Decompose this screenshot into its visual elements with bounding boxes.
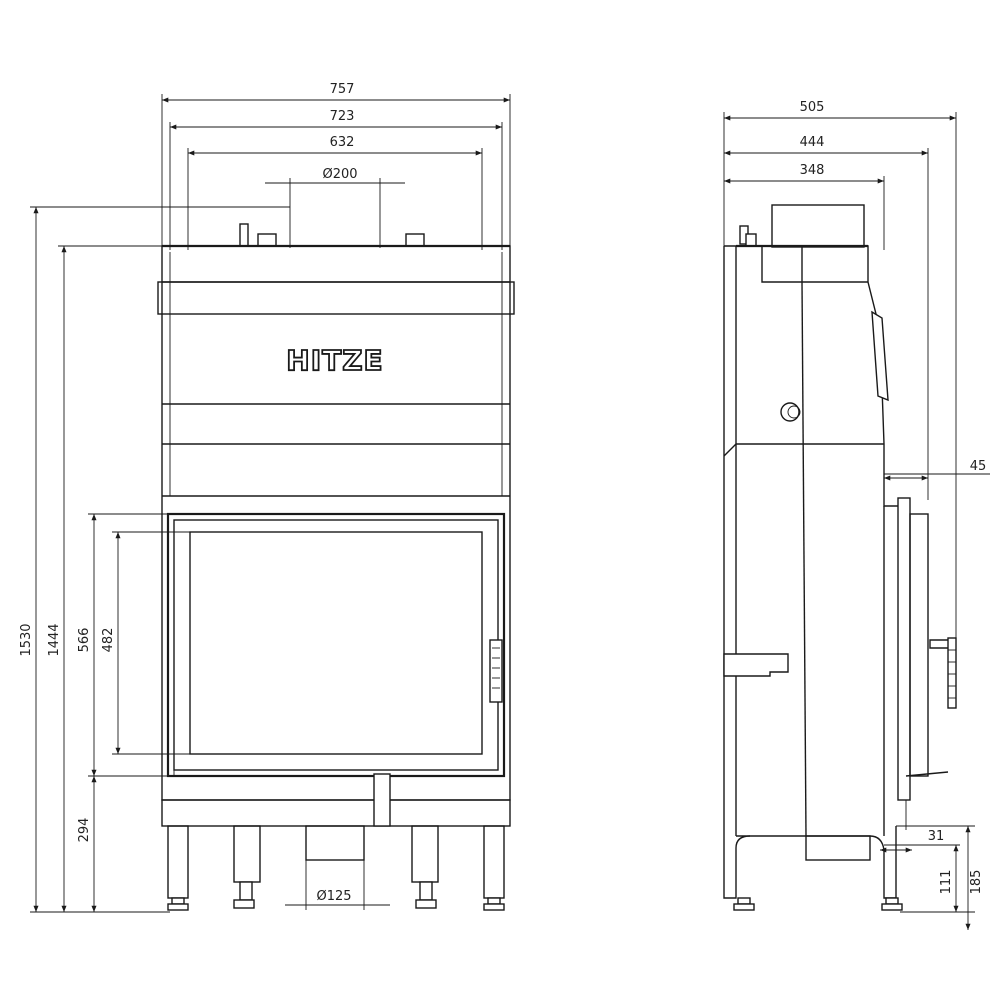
dim-height-1444: 1444 bbox=[47, 246, 67, 912]
dim-label-444: 444 bbox=[800, 135, 825, 150]
dim-label-1444: 1444 bbox=[47, 623, 62, 656]
top-stud-left bbox=[239, 223, 249, 247]
dim-label-185: 185 bbox=[969, 870, 984, 895]
front-legs bbox=[167, 825, 505, 911]
side-door bbox=[897, 497, 911, 801]
dim-height-566: 566 bbox=[77, 514, 97, 776]
dim-label-31: 31 bbox=[928, 829, 945, 844]
top-nozzle-right bbox=[405, 233, 425, 247]
dim-height-1530: 1530 bbox=[19, 207, 39, 912]
dim-label-723: 723 bbox=[330, 109, 355, 124]
dim-width-723: 723 bbox=[170, 109, 502, 130]
dim-height-185: 185 bbox=[965, 826, 984, 930]
door-frame bbox=[166, 512, 506, 778]
dim-width-632: 632 bbox=[188, 135, 482, 156]
air-control-rod bbox=[373, 773, 391, 827]
door-glass bbox=[189, 531, 483, 755]
dim-label-348: 348 bbox=[800, 163, 825, 178]
dim-label-632: 632 bbox=[330, 135, 355, 150]
dim-depth-444: 444 bbox=[724, 135, 928, 156]
side-knob bbox=[780, 402, 800, 422]
dim-depth-505: 505 bbox=[724, 100, 956, 121]
dim-label-566: 566 bbox=[77, 628, 92, 653]
side-body-upper bbox=[724, 245, 898, 507]
brand-logo: HITZE bbox=[286, 344, 383, 377]
dim-height-294: 294 bbox=[77, 776, 97, 912]
dim-label-482: 482 bbox=[101, 628, 116, 653]
dim-label-757: 757 bbox=[330, 82, 355, 97]
side-air-inlet bbox=[805, 835, 871, 861]
dim-label-air-inlet-125: Ø125 bbox=[316, 889, 351, 904]
dim-door-offset-45: 45 bbox=[884, 459, 990, 481]
side-view: 505 444 348 bbox=[723, 100, 990, 930]
side-door-handle-grip bbox=[947, 637, 957, 709]
base-plinth bbox=[161, 799, 511, 827]
side-top-lever bbox=[871, 310, 889, 402]
dim-label-111: 111 bbox=[939, 870, 954, 895]
dim-label-flue-200: Ø200 bbox=[322, 167, 357, 182]
dim-label-505: 505 bbox=[800, 100, 825, 115]
air-inlet-duct bbox=[305, 825, 365, 861]
side-bracket bbox=[723, 653, 789, 677]
dim-height-482: 482 bbox=[101, 532, 121, 754]
door-handle bbox=[489, 639, 503, 703]
dim-leg-offset-31: 31 bbox=[880, 829, 960, 853]
front-body-outline bbox=[161, 245, 511, 801]
dim-label-294: 294 bbox=[77, 818, 92, 843]
dim-label-45: 45 bbox=[970, 459, 987, 474]
dim-depth-348: 348 bbox=[724, 163, 884, 184]
top-nozzle-left bbox=[257, 233, 277, 247]
side-door-handle-arm bbox=[929, 639, 951, 649]
dim-height-111: 111 bbox=[939, 845, 959, 912]
dim-flue-200: Ø200 bbox=[265, 167, 405, 248]
front-view: 757 723 632 Ø200 HI bbox=[19, 82, 515, 913]
dim-width-757: 757 bbox=[162, 82, 510, 103]
top-frame-band bbox=[157, 281, 515, 315]
side-flue-collar bbox=[771, 204, 865, 248]
dim-label-1530: 1530 bbox=[19, 623, 34, 656]
dim-air-inlet-125: Ø125 bbox=[285, 860, 390, 910]
